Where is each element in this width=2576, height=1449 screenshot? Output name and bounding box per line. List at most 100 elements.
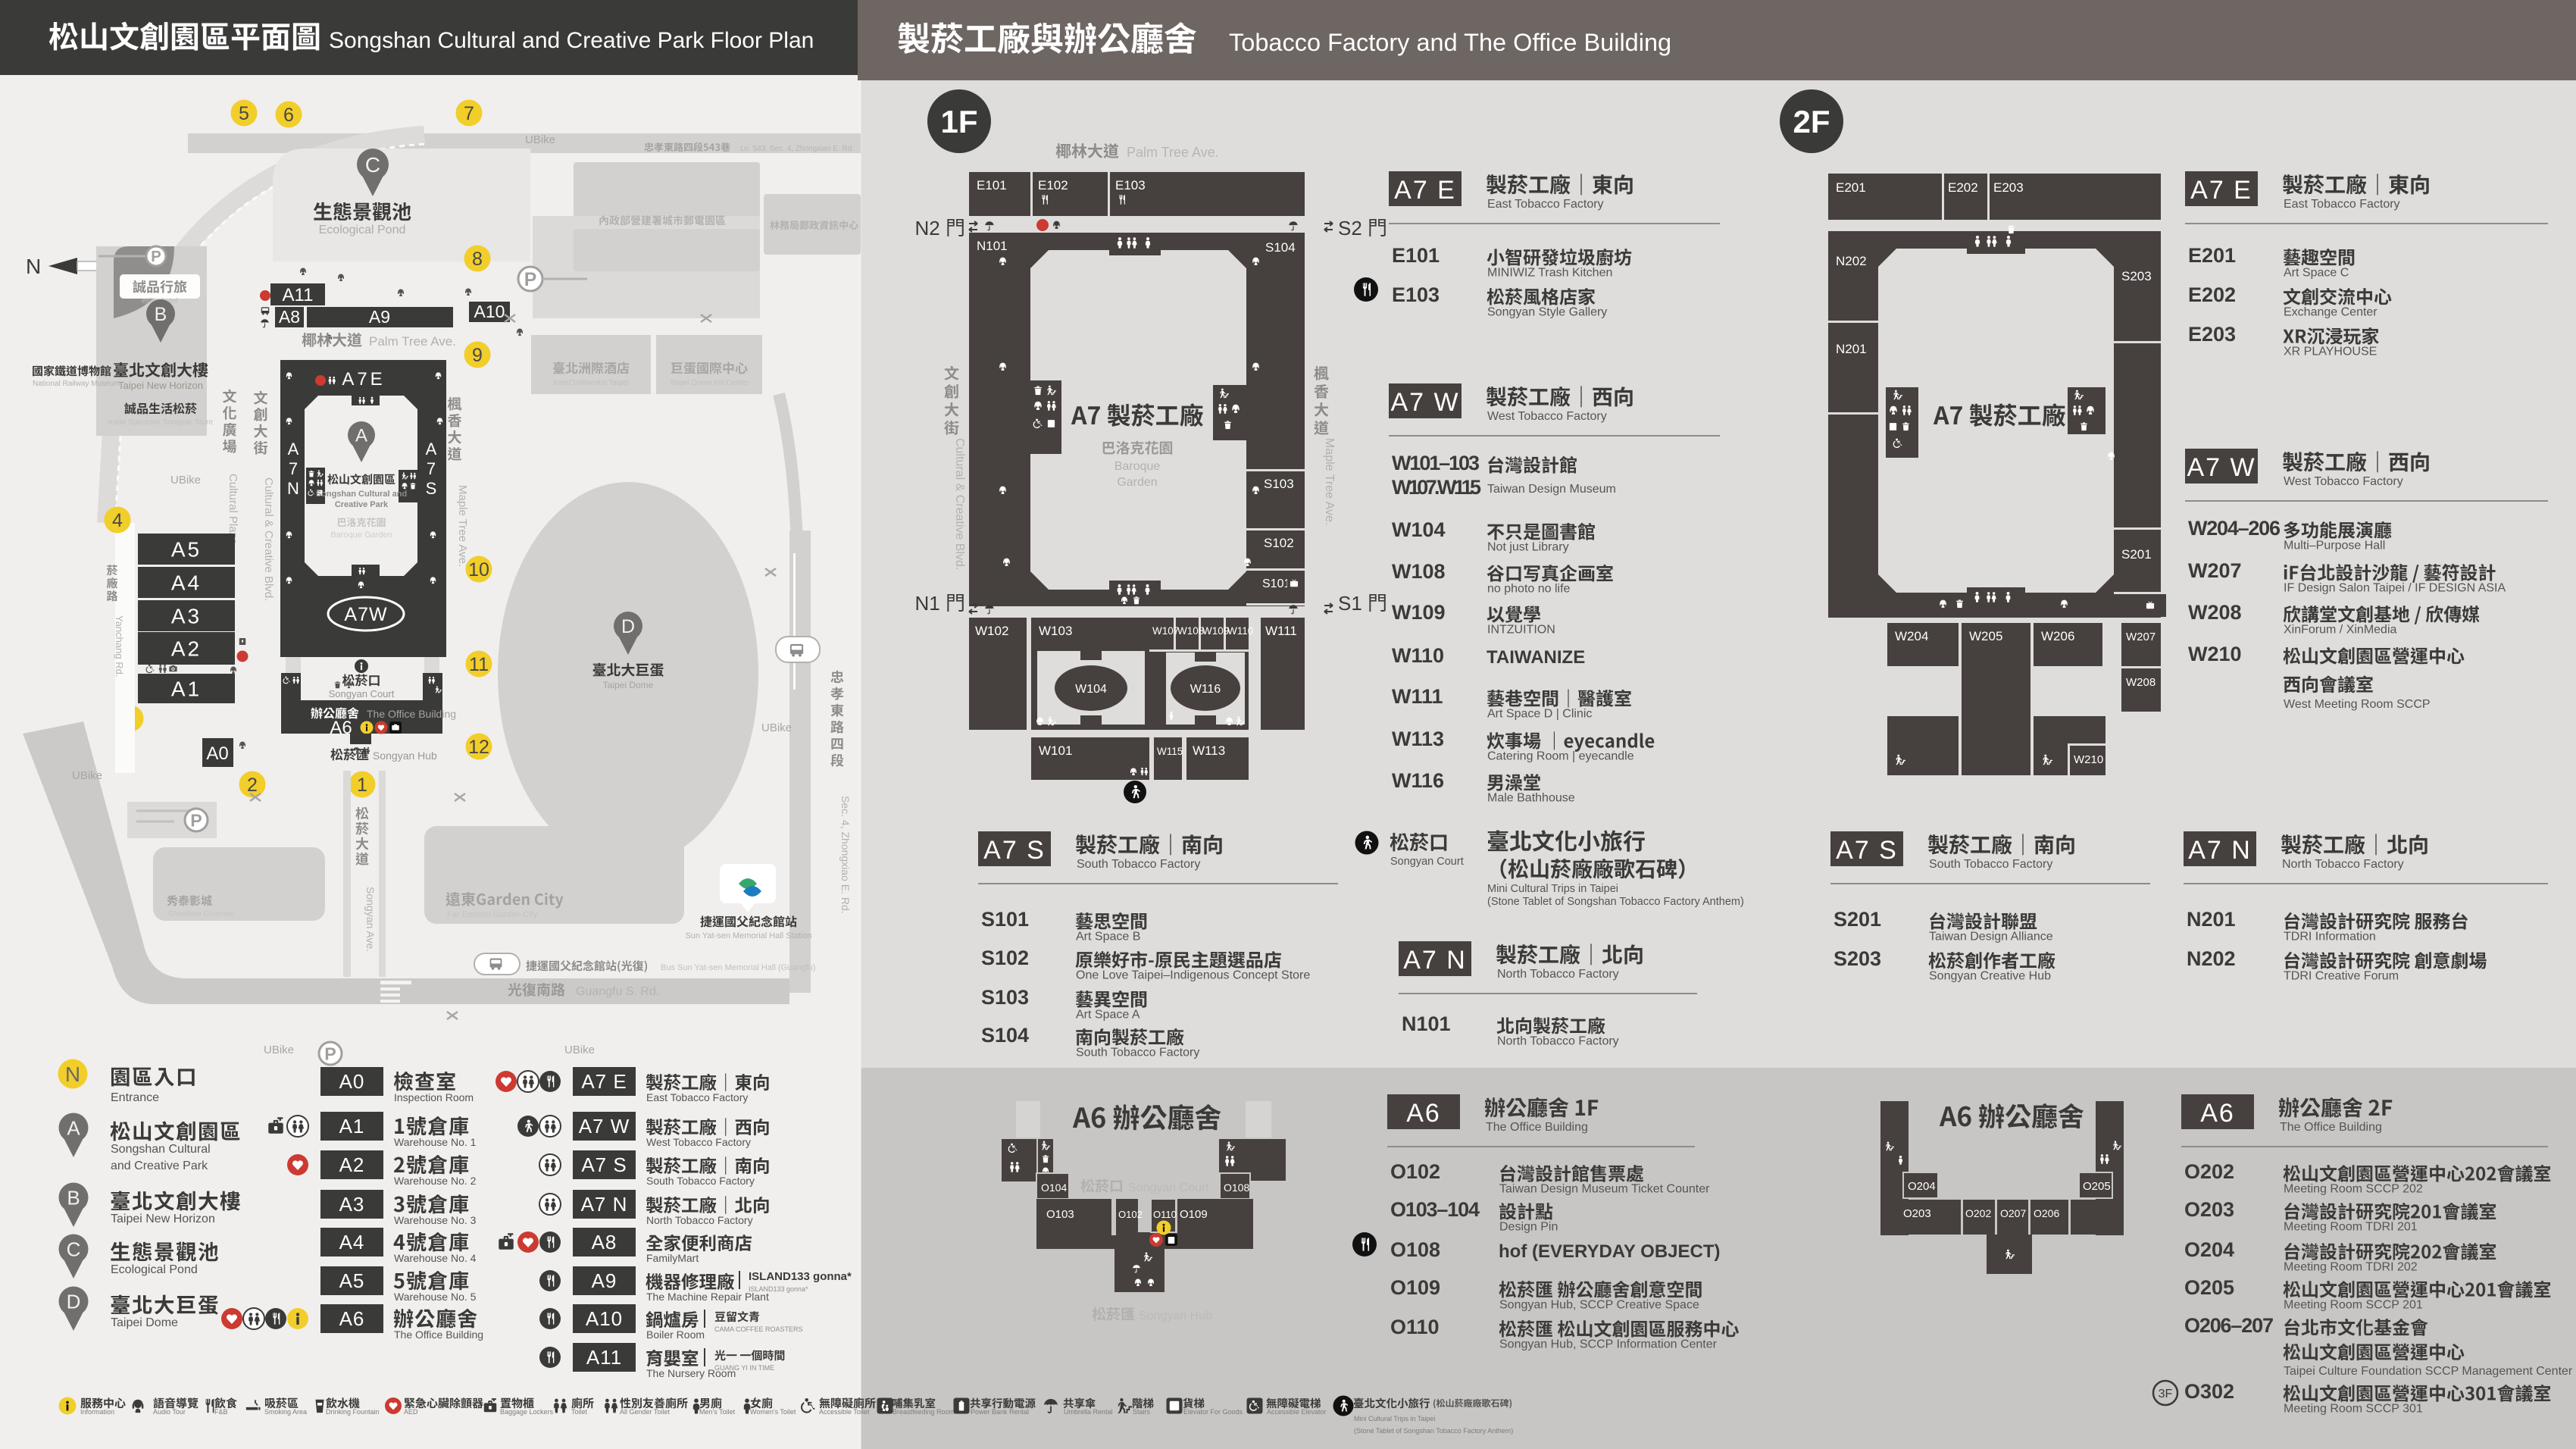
svg-text:Taiwan Design Museum: Taiwan Design Museum [1487, 483, 1616, 496]
svg-text:O108: O108 [1224, 1181, 1249, 1194]
svg-text:O109: O109 [1180, 1208, 1208, 1221]
svg-text:Art Space B: Art Space B [1076, 931, 1140, 944]
svg-text:O108: O108 [1390, 1238, 1440, 1261]
svg-text:West Meeting Room SCCP: West Meeting Room SCCP [2284, 698, 2431, 711]
svg-text:O207: O207 [2000, 1207, 2026, 1219]
svg-text:Songyan Hub, SCCP Information: Songyan Hub, SCCP Information Center [1499, 1338, 1718, 1351]
svg-text:E103: E103 [1115, 178, 1146, 192]
svg-text:W204–206: W204–206 [2188, 517, 2281, 540]
svg-text:A7W: A7W [344, 604, 387, 625]
svg-text:O103–104: O103–104 [1390, 1198, 1480, 1221]
svg-text:11: 11 [469, 654, 489, 675]
svg-text:Songyan Court: Songyan Court [1128, 1181, 1209, 1194]
svg-text:Men's Toilet: Men's Toilet [699, 1408, 736, 1416]
svg-text:O206: O206 [2034, 1207, 2059, 1219]
svg-text:TAIWANIZE: TAIWANIZE [1487, 647, 1585, 668]
svg-text:Mini Cultural Trips in Taipei: Mini Cultural Trips in Taipei [1487, 883, 1618, 895]
svg-text:E103: E103 [1392, 283, 1440, 306]
svg-text:Taipei Dome Intl Center: Taipei Dome Intl Center [670, 379, 749, 387]
svg-text:A: A [288, 440, 299, 458]
svg-text:N1 門: N1 門 [915, 592, 965, 615]
svg-text:W208: W208 [2188, 601, 2242, 624]
svg-text:A7 W: A7 W [2187, 453, 2256, 482]
svg-text:Art Space C: Art Space C [2284, 267, 2349, 280]
svg-text:A6: A6 [1406, 1099, 1441, 1128]
svg-text:S104: S104 [1265, 240, 1296, 255]
svg-text:1F: 1F [940, 104, 977, 139]
svg-text:The Nursery Room: The Nursery Room [646, 1367, 736, 1379]
svg-text:Ecological Pond: Ecological Pond [319, 224, 406, 236]
svg-text:W110: W110 [1227, 625, 1253, 637]
svg-text:ISLAND133 gonna*: ISLAND133 gonna* [749, 1285, 808, 1293]
svg-text:A: A [426, 440, 437, 458]
svg-text:South Tobacco Factory: South Tobacco Factory [1929, 858, 2052, 871]
svg-text:W111: W111 [1265, 624, 1297, 638]
svg-text:A5: A5 [171, 538, 202, 562]
svg-text:W104: W104 [1075, 683, 1107, 696]
svg-text:N2 門: N2 門 [915, 217, 965, 239]
svg-text:Mini Cultural Trips in Taipei: Mini Cultural Trips in Taipei [1354, 1415, 1435, 1422]
svg-text:W113: W113 [1193, 743, 1225, 758]
svg-text:A1: A1 [339, 1115, 365, 1138]
svg-text:Catering Room | eyecandle: Catering Room | eyecandle [1487, 750, 1634, 763]
svg-text:A7 E: A7 E [581, 1070, 627, 1093]
svg-text:A6: A6 [339, 1307, 365, 1330]
svg-text:W111: W111 [1392, 685, 1443, 708]
svg-text:O206–207: O206–207 [2184, 1314, 2274, 1337]
svg-text:5: 5 [239, 103, 249, 124]
svg-text:W116: W116 [1392, 769, 1444, 792]
svg-text:B: B [155, 304, 167, 325]
svg-text:South Tobacco Factory: South Tobacco Factory [1076, 1047, 1199, 1059]
svg-text:Songshan Cultural and Creative: Songshan Cultural and Creative Park Floo… [329, 28, 814, 53]
svg-text:Meeting Room TDRI 201: Meeting Room TDRI 201 [2284, 1221, 2418, 1234]
svg-text:A7E: A7E [342, 369, 385, 390]
svg-text:P: P [524, 270, 537, 290]
svg-text:Audio Tour: Audio Tour [153, 1408, 186, 1416]
svg-text:Yanchang Rd.: Yanchang Rd. [114, 615, 125, 677]
svg-text:W206: W206 [2041, 629, 2074, 643]
svg-text:Ln. 543, Sec. 4, Zhongxiao E.: Ln. 543, Sec. 4, Zhongxiao E. Rd. [740, 145, 854, 153]
svg-text:A3: A3 [339, 1193, 365, 1216]
svg-text:Umbrella Rental: Umbrella Rental [1064, 1408, 1113, 1416]
svg-text:A7 S: A7 S [1836, 836, 1898, 865]
svg-text:Songyan Hub: Songyan Hub [373, 750, 437, 762]
svg-text:Songyan Court: Songyan Court [329, 688, 395, 699]
svg-text:MINIWIZ Trash Kitchen: MINIWIZ Trash Kitchen [1487, 267, 1612, 280]
svg-text:O204: O204 [2184, 1238, 2234, 1261]
svg-text:E102: E102 [1038, 178, 1068, 192]
svg-text:West Tobacco Factory: West Tobacco Factory [2284, 475, 2403, 488]
svg-text:W107.W115: W107.W115 [1392, 476, 1481, 499]
svg-text:O202: O202 [1965, 1207, 1991, 1219]
svg-text:7: 7 [464, 103, 474, 124]
svg-text:W204: W204 [1895, 629, 1928, 643]
svg-text:S201: S201 [1834, 908, 1881, 931]
svg-text:O205: O205 [2184, 1276, 2234, 1299]
svg-text:A6: A6 [2200, 1099, 2235, 1128]
svg-text:12: 12 [468, 737, 489, 758]
svg-text:F&B: F&B [214, 1408, 228, 1416]
svg-text:Taiwan Design Alliance: Taiwan Design Alliance [1929, 931, 2053, 944]
svg-text:UBike: UBike [564, 1044, 595, 1056]
svg-text:N101: N101 [977, 239, 1008, 253]
svg-text:S2 門: S2 門 [1338, 217, 1387, 239]
svg-text:W208: W208 [2126, 676, 2156, 689]
svg-text:C: C [67, 1238, 81, 1260]
svg-text:W115: W115 [1157, 746, 1183, 757]
svg-text:S104: S104 [981, 1024, 1029, 1047]
svg-text:A10: A10 [586, 1307, 623, 1330]
svg-text:Baggage Lockers: Baggage Lockers [500, 1408, 554, 1416]
svg-text:Ecological Pond: Ecological Pond [111, 1263, 198, 1276]
svg-text:W104: W104 [1392, 518, 1446, 541]
svg-text:O204: O204 [1908, 1180, 1936, 1193]
svg-text:Not just Library: Not just Library [1487, 541, 1569, 554]
svg-text:O302: O302 [2184, 1380, 2234, 1403]
svg-text:Meeting Room SCCP 301: Meeting Room SCCP 301 [2284, 1403, 2423, 1416]
svg-text:E202: E202 [1948, 180, 1978, 195]
svg-text:2F: 2F [1793, 104, 1830, 139]
svg-text:hof (EVERYDAY OBJECT): hof (EVERYDAY OBJECT) [1499, 1241, 1721, 1262]
svg-text:W110: W110 [1392, 644, 1444, 667]
svg-text:O102: O102 [1390, 1160, 1440, 1183]
svg-text:W210: W210 [2188, 643, 2242, 665]
svg-text:7: 7 [427, 459, 436, 478]
svg-text:W207: W207 [2188, 559, 2242, 582]
